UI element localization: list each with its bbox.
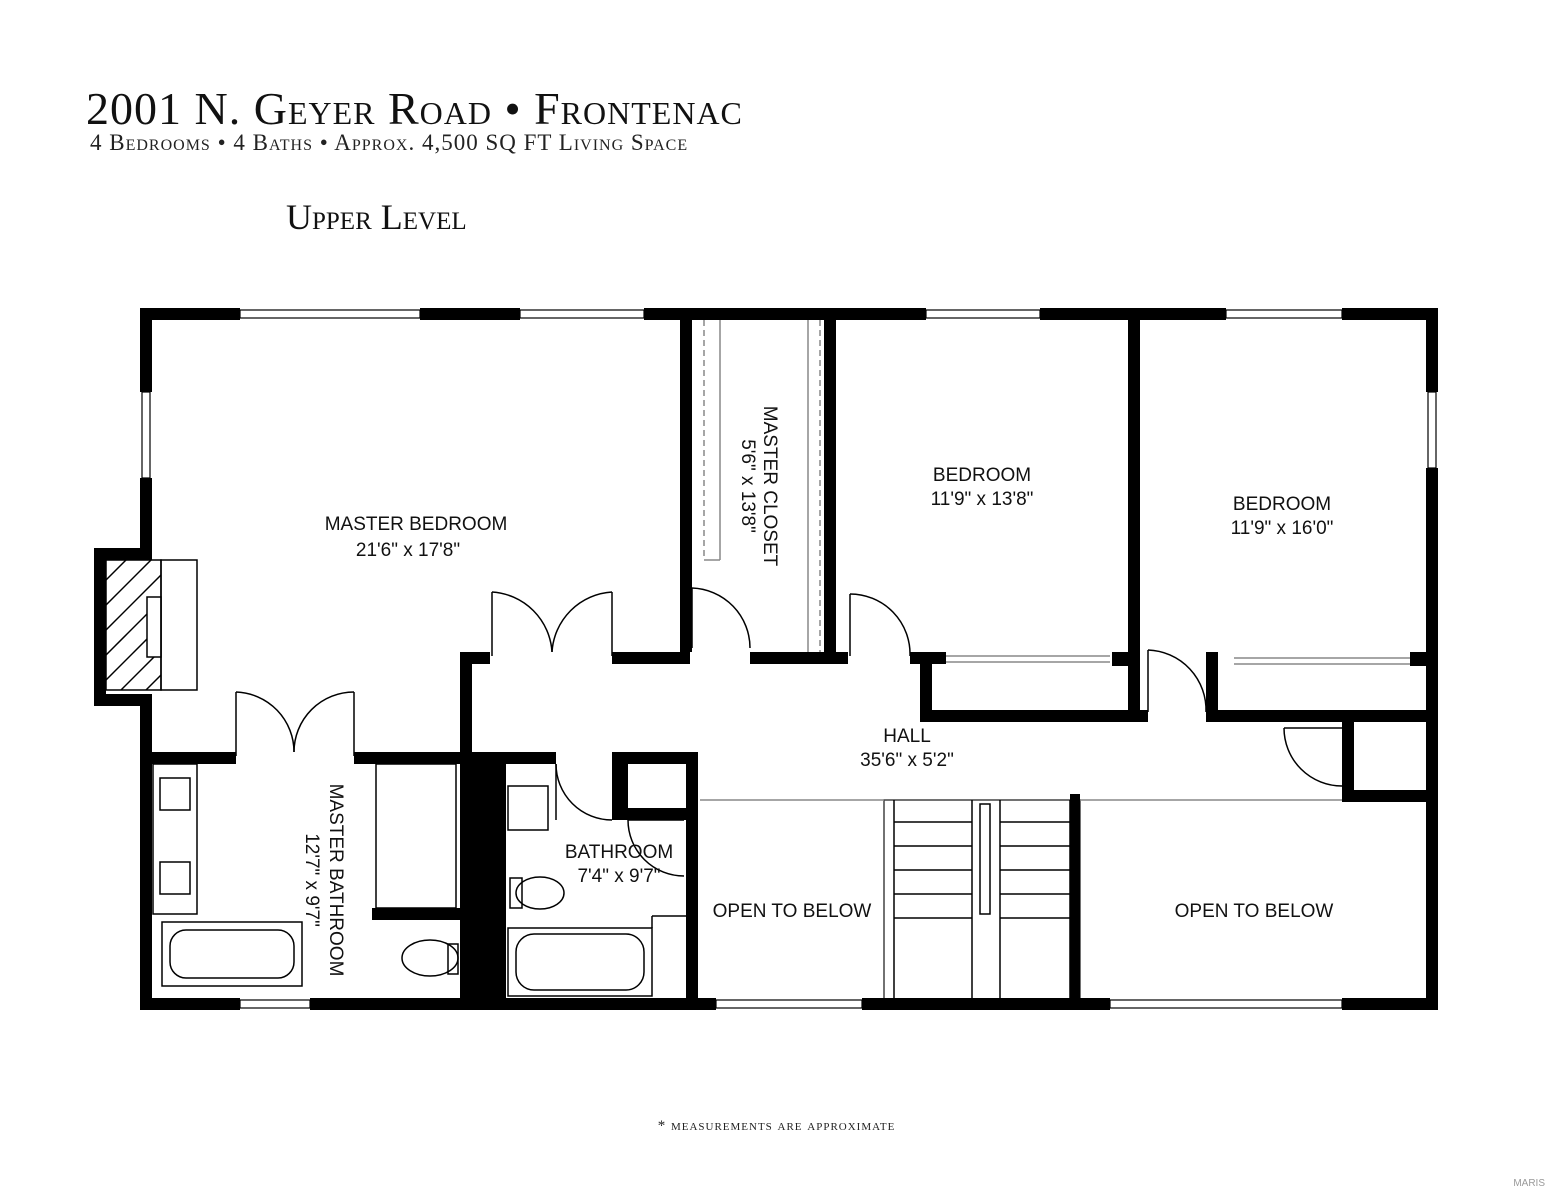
bathroom-size: 7'4" x 9'7" [577, 866, 660, 887]
master-bath-fixtures [152, 763, 459, 987]
windows [141, 309, 1437, 1009]
bathroom-fixtures [507, 785, 686, 997]
property-subtitle: 4 Bedrooms • 4 Baths • Approx. 4,500 SQ … [90, 130, 689, 155]
master-bedroom-doors [235, 591, 613, 756]
closet-shelves [703, 320, 821, 652]
watermark: MARIS [1513, 1178, 1545, 1189]
master-bedroom-name: MASTER BEDROOM [325, 514, 508, 535]
master-bathroom-size: 12'7" x 9'7" [301, 833, 322, 927]
bedroom-2-size: 11'9" x 13'8" [931, 489, 1034, 510]
staircase [700, 799, 1345, 1001]
open-to-below-right: OPEN TO BELOW [1175, 901, 1334, 922]
master-closet-name: MASTER CLOSET [759, 406, 780, 567]
master-bathroom-name: MASTER BATHROOM [325, 784, 346, 977]
master-closet-size: 5'6" x 13'8" [737, 439, 758, 533]
bedroom-3-name: BEDROOM [1233, 494, 1331, 515]
fireplace [105, 559, 198, 691]
level-title: Upper Level [286, 197, 467, 237]
hall-name: HALL [883, 726, 931, 747]
bathroom-name: BATHROOM [565, 842, 673, 863]
property-title: 2001 N. Geyer Road • Frontenac [86, 83, 743, 134]
closet-and-bedroom-doors [555, 587, 1343, 877]
master-bedroom-size: 21'6" x 17'8" [356, 540, 460, 561]
hall-size: 35'6" x 5'2" [860, 750, 954, 771]
walls [94, 308, 1438, 1010]
wardrobe-rods [946, 655, 1410, 665]
room-labels: MASTER BEDROOM 21'6" x 17'8" MASTER CLOS… [301, 406, 1333, 977]
measurement-footnote: * measurements are approximate [657, 1118, 896, 1134]
open-to-below-left: OPEN TO BELOW [713, 901, 872, 922]
bedroom-3-size: 11'9" x 16'0" [1231, 518, 1334, 539]
bedroom-2-name: BEDROOM [933, 465, 1031, 486]
